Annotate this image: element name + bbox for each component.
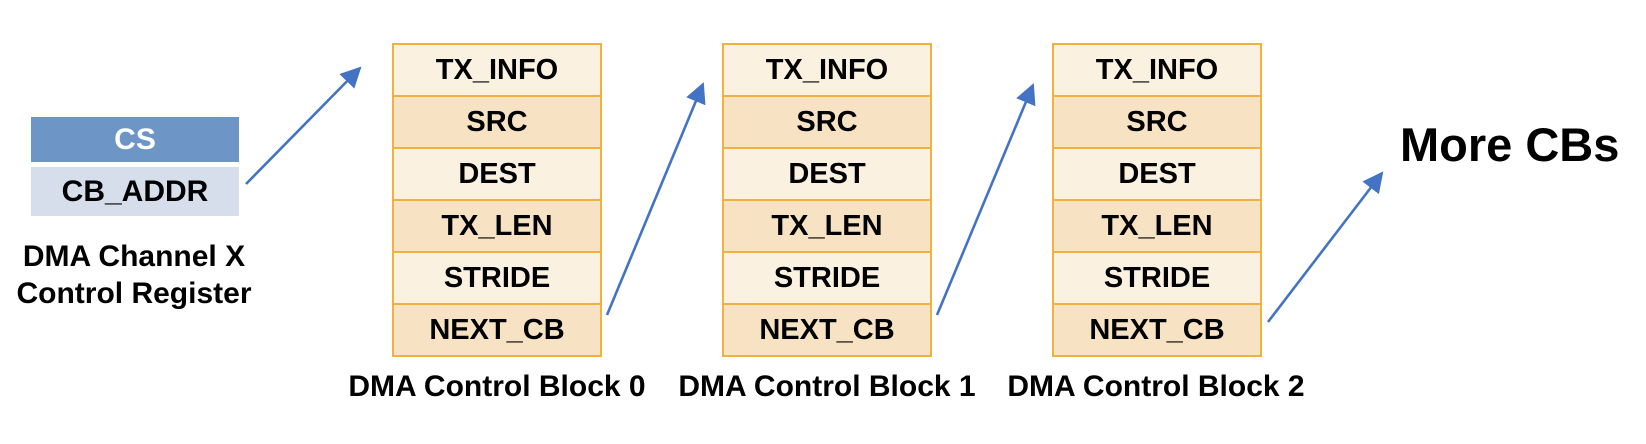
- block-row-stride: STRIDE: [1054, 251, 1260, 303]
- register-caption-line2: Control Register: [16, 277, 252, 310]
- block-row-stride: STRIDE: [724, 251, 930, 303]
- block-row-dest: DEST: [724, 147, 930, 199]
- block-row-next_cb: NEXT_CB: [1054, 303, 1260, 355]
- block-0-caption: DMA Control Block 0: [348, 370, 646, 403]
- register-cb-addr-box: CB_ADDR: [31, 167, 239, 216]
- block-row-tx_len: TX_LEN: [1054, 199, 1260, 251]
- block-row-dest: DEST: [394, 147, 600, 199]
- block-row-tx_info: TX_INFO: [394, 45, 600, 95]
- block-1-caption: DMA Control Block 1: [678, 370, 976, 403]
- block-row-dest: DEST: [1054, 147, 1260, 199]
- arrow-block2-to-morecbs-icon: [1266, 171, 1384, 323]
- block-row-tx_info: TX_INFO: [724, 45, 930, 95]
- register-caption-line1: DMA Channel X: [22, 240, 246, 273]
- register-caption: DMA Channel X Control Register: [2, 238, 266, 312]
- block-row-next_cb: NEXT_CB: [394, 303, 600, 355]
- arrow-cbaddr-to-block0-icon: [245, 66, 362, 185]
- arrow-block0-to-block1-icon: [605, 82, 706, 316]
- block-row-tx_info: TX_INFO: [1054, 45, 1260, 95]
- more-cbs-label: More CBs: [1400, 118, 1620, 171]
- block-2-caption: DMA Control Block 2: [1007, 370, 1305, 403]
- block-row-tx_len: TX_LEN: [394, 199, 600, 251]
- block-row-src: SRC: [394, 95, 600, 147]
- block-row-src: SRC: [724, 95, 930, 147]
- block-row-next_cb: NEXT_CB: [724, 303, 930, 355]
- block-row-src: SRC: [1054, 95, 1260, 147]
- block-row-stride: STRIDE: [394, 251, 600, 303]
- arrow-block1-to-block2-icon: [935, 83, 1036, 316]
- block-row-tx_len: TX_LEN: [724, 199, 930, 251]
- register-cs-box: CS: [31, 117, 239, 162]
